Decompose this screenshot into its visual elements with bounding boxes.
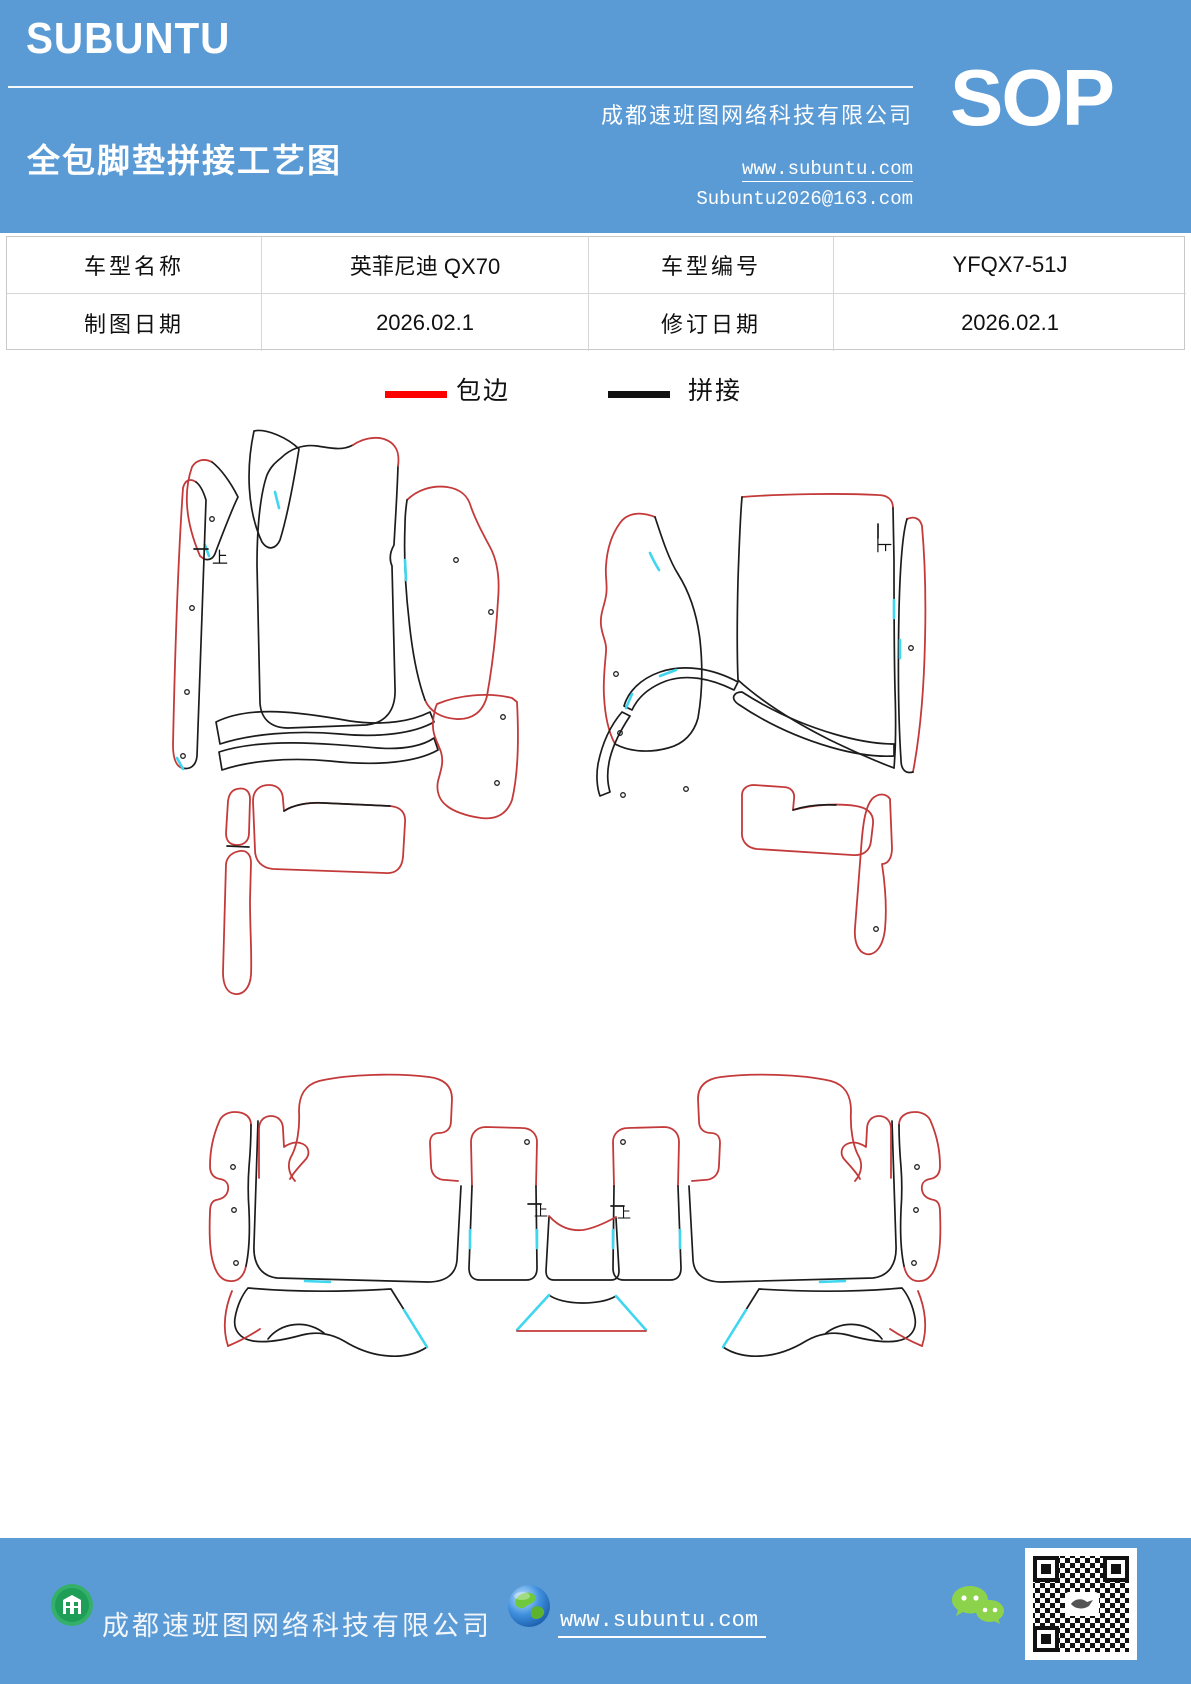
diagram-rear-right-half — [611, 1073, 942, 1358]
diagram-rear-left-half — [208, 1073, 539, 1358]
diagram-front-left-group: 上 — [172, 429, 519, 995]
orientation-marker-rear-right: 上 — [617, 1206, 631, 1222]
diagram-front-right-group: 上 — [596, 493, 927, 956]
qr-code — [1025, 1548, 1137, 1660]
legend: 包边 拼接 — [0, 368, 1191, 410]
header-email: Subuntu2026@163.com — [696, 188, 913, 210]
header: SUBUNTU 全包脚垫拼接工艺图 成都速班图网络科技有限公司 www.subu… — [0, 0, 1191, 233]
header-divider — [8, 86, 913, 88]
table-cell-draw-date-label: 制图日期 — [7, 294, 262, 351]
table-cell-model-code-label: 车型编号 — [589, 237, 834, 294]
table-cell-model-code-value: YFQX7-51J — [834, 237, 1186, 294]
table-cell-model-name-label: 车型名称 — [7, 237, 262, 294]
orientation-marker-front-right: 上 — [874, 537, 892, 553]
table-cell-revise-date-value: 2026.02.1 — [961, 309, 1059, 335]
footer-company-name: 成都速班图网络科技有限公司 — [102, 1611, 492, 1641]
vehicle-info-table: 车型名称 英菲尼迪 QX70 车型编号 YFQX7-51J 制图日期 2026.… — [6, 236, 1186, 351]
footer: 成都速班图网络科技有限公司 www.subuntu.com — [0, 1538, 1191, 1684]
mat-pattern-diagram: 上 — [0, 400, 1191, 1460]
orientation-marker-front-left: 上 — [212, 549, 228, 567]
header-company-name: 成都速班图网络科技有限公司 — [600, 103, 913, 128]
legend-splice-label: 拼接 — [688, 378, 743, 405]
brand-logo: SUBUNTU — [26, 14, 231, 63]
sop-badge: SOP — [950, 53, 1115, 142]
wechat-icon — [952, 1586, 1004, 1624]
building-icon — [51, 1584, 93, 1626]
orientation-marker-rear-left: 上 — [534, 1204, 548, 1220]
globe-icon — [508, 1585, 550, 1627]
legend-splice-swatch — [608, 391, 670, 398]
diagram-rear-group: 上 上 — [208, 1073, 942, 1358]
table-cell-revise-date-label: 修订日期 — [589, 294, 834, 351]
page-title: 全包脚垫拼接工艺图 — [27, 144, 342, 180]
table-cell-model-name-value: 英菲尼迪 QX70 — [262, 237, 589, 294]
header-website-link[interactable]: www.subuntu.com — [741, 158, 913, 182]
legend-edge-binding-swatch — [385, 391, 447, 398]
footer-website-link[interactable]: www.subuntu.com — [558, 1608, 767, 1638]
table-cell-draw-date-value: 2026.02.1 — [262, 294, 589, 351]
legend-edge-binding-label: 包边 — [456, 378, 511, 405]
